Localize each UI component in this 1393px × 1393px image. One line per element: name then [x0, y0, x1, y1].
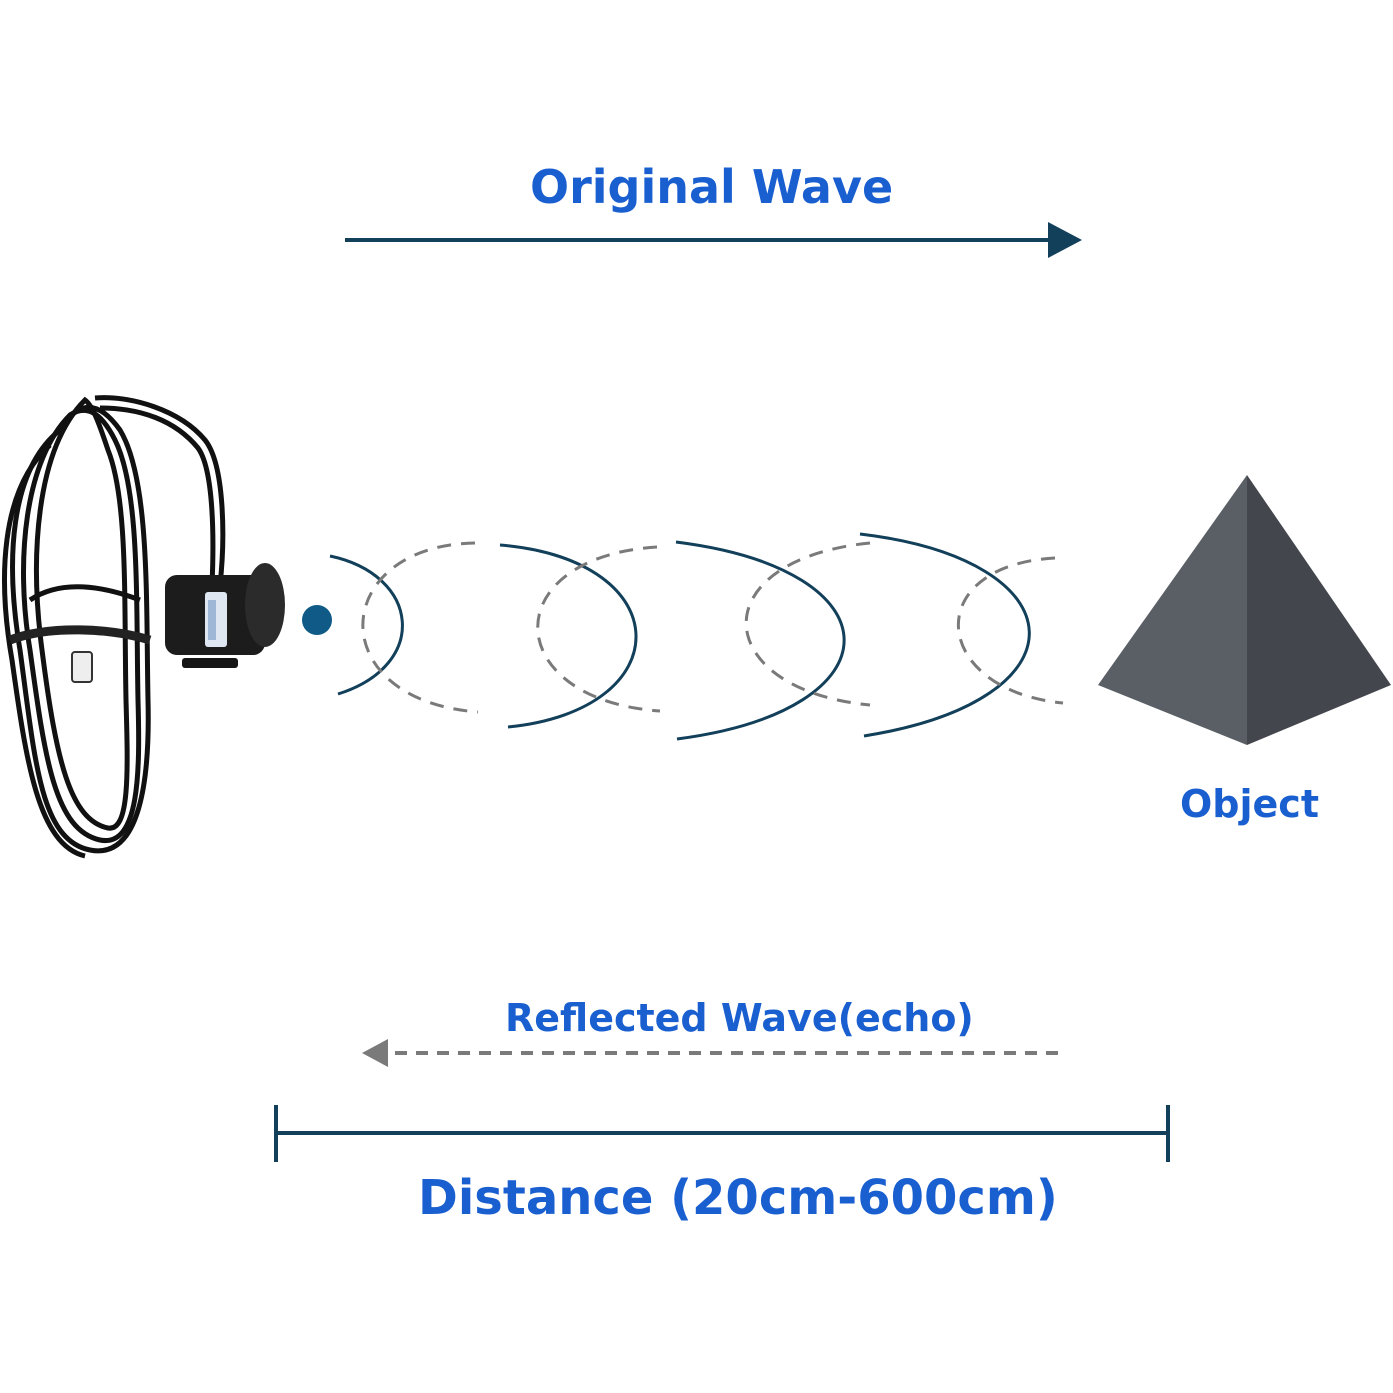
reflected-wave-arcs — [361, 541, 1064, 714]
pyramid-object-icon — [1098, 475, 1391, 745]
object-label: Object — [1180, 782, 1319, 826]
original-wave-arcs — [329, 532, 1031, 741]
emitter-dot-icon — [302, 605, 332, 635]
original-wave-arrow — [345, 222, 1082, 258]
reflected-wave-label: Reflected Wave(echo) — [505, 996, 974, 1040]
original-wave-label: Original Wave — [530, 160, 894, 214]
reflected-wave-arrow — [362, 1039, 1058, 1067]
ultrasonic-sensor-icon — [2, 395, 285, 859]
distance-bracket — [274, 1105, 1170, 1162]
distance-label: Distance (20cm-600cm) — [418, 1170, 1058, 1226]
